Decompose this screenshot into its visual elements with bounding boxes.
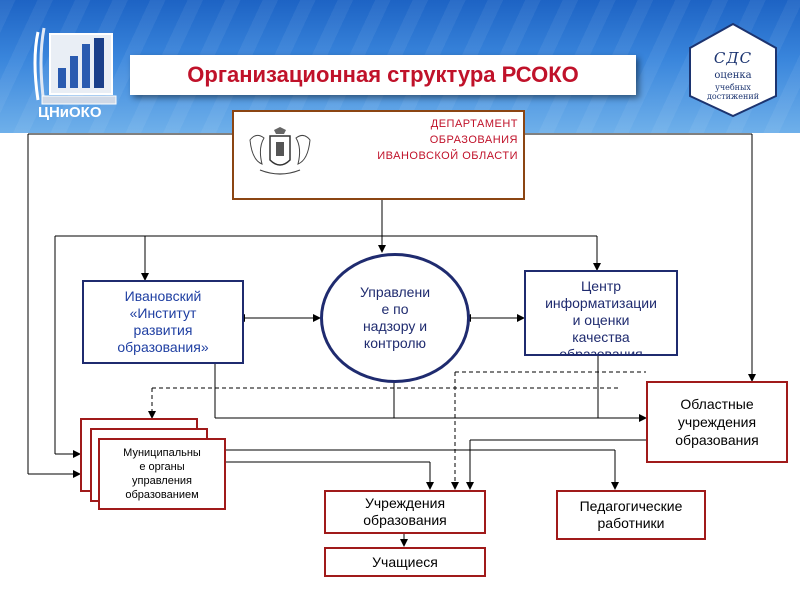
institute-box: Ивановский «Институт развития образовани… xyxy=(82,280,244,364)
institutions-line1: Учреждения xyxy=(364,495,446,511)
center-line4: качества xyxy=(572,329,630,345)
center-line1: Центр xyxy=(580,278,622,294)
regional-line1: Областные xyxy=(680,396,754,412)
teachers-box: Педагогические работники xyxy=(556,490,706,540)
coat-of-arms-icon xyxy=(244,126,316,180)
institutions-line2: образования xyxy=(363,512,447,528)
municipal-box: Муниципальны е органы управления образов… xyxy=(98,438,226,510)
department-line3: ИВАНОВСКОЙ ОБЛАСТИ xyxy=(377,150,518,162)
regional-line2: учреждения xyxy=(677,414,757,430)
center-line3: и оценки xyxy=(572,312,630,328)
department-label: ДЕПАРТАМЕНТ ОБРАЗОВАНИЯ ИВАНОВСКОЙ ОБЛАС… xyxy=(350,116,518,164)
teachers-line1: Педагогические xyxy=(579,498,683,514)
cnioko-logo-icon xyxy=(33,27,117,105)
sds-logo-line2: оценка xyxy=(714,70,752,81)
institute-line3: развития xyxy=(133,322,193,338)
municipal-line3: управления xyxy=(132,475,192,487)
department-line2: ОБРАЗОВАНИЯ xyxy=(429,134,518,146)
supervision-line1: Управлени xyxy=(359,284,431,300)
sds-logo-icon xyxy=(689,22,777,118)
logo-left-label: ЦНиОКО xyxy=(38,104,102,121)
sds-logo-line1: СДС xyxy=(713,49,753,67)
municipal-line4: образованием xyxy=(125,489,199,501)
supervision-line4: контролю xyxy=(363,335,427,351)
institute-line4: образования» xyxy=(117,339,209,355)
center-line2: информатизации xyxy=(545,295,657,311)
supervision-line3: надзору и xyxy=(362,318,428,334)
students-box: Учащиеся xyxy=(324,547,486,577)
institute-line2: «Институт xyxy=(129,305,197,321)
center-line5: образования xyxy=(559,346,643,356)
municipal-line1: Муниципальны xyxy=(123,447,201,459)
sds-logo-line3a: учебных xyxy=(715,83,751,92)
students-line1: Учащиеся xyxy=(372,554,438,570)
page-title-box: Организационная структура РСОКО xyxy=(130,55,636,95)
supervision-line2: е по xyxy=(381,301,409,317)
teachers-line2: работники xyxy=(597,515,665,531)
institute-line1: Ивановский xyxy=(124,288,202,304)
supervision-circle: Управлени е по надзору и контролю xyxy=(320,253,470,383)
sds-logo-text: СДС оценка учебных достижений xyxy=(688,22,778,118)
municipal-line2: е органы xyxy=(139,461,185,473)
regional-line3: образования xyxy=(675,432,759,448)
page-title: Организационная структура РСОКО xyxy=(187,62,579,87)
department-line1: ДЕПАРТАМЕНТ xyxy=(430,118,518,130)
sds-logo-line3b: достижений xyxy=(706,92,760,101)
regional-institutions-box: Областные учреждения образования xyxy=(646,381,788,463)
center-box: Центр информатизации и оценки качества о… xyxy=(524,270,678,356)
sds-logo-line3: учебных достижений xyxy=(688,83,778,101)
education-institutions-box: Учреждения образования xyxy=(324,490,486,534)
